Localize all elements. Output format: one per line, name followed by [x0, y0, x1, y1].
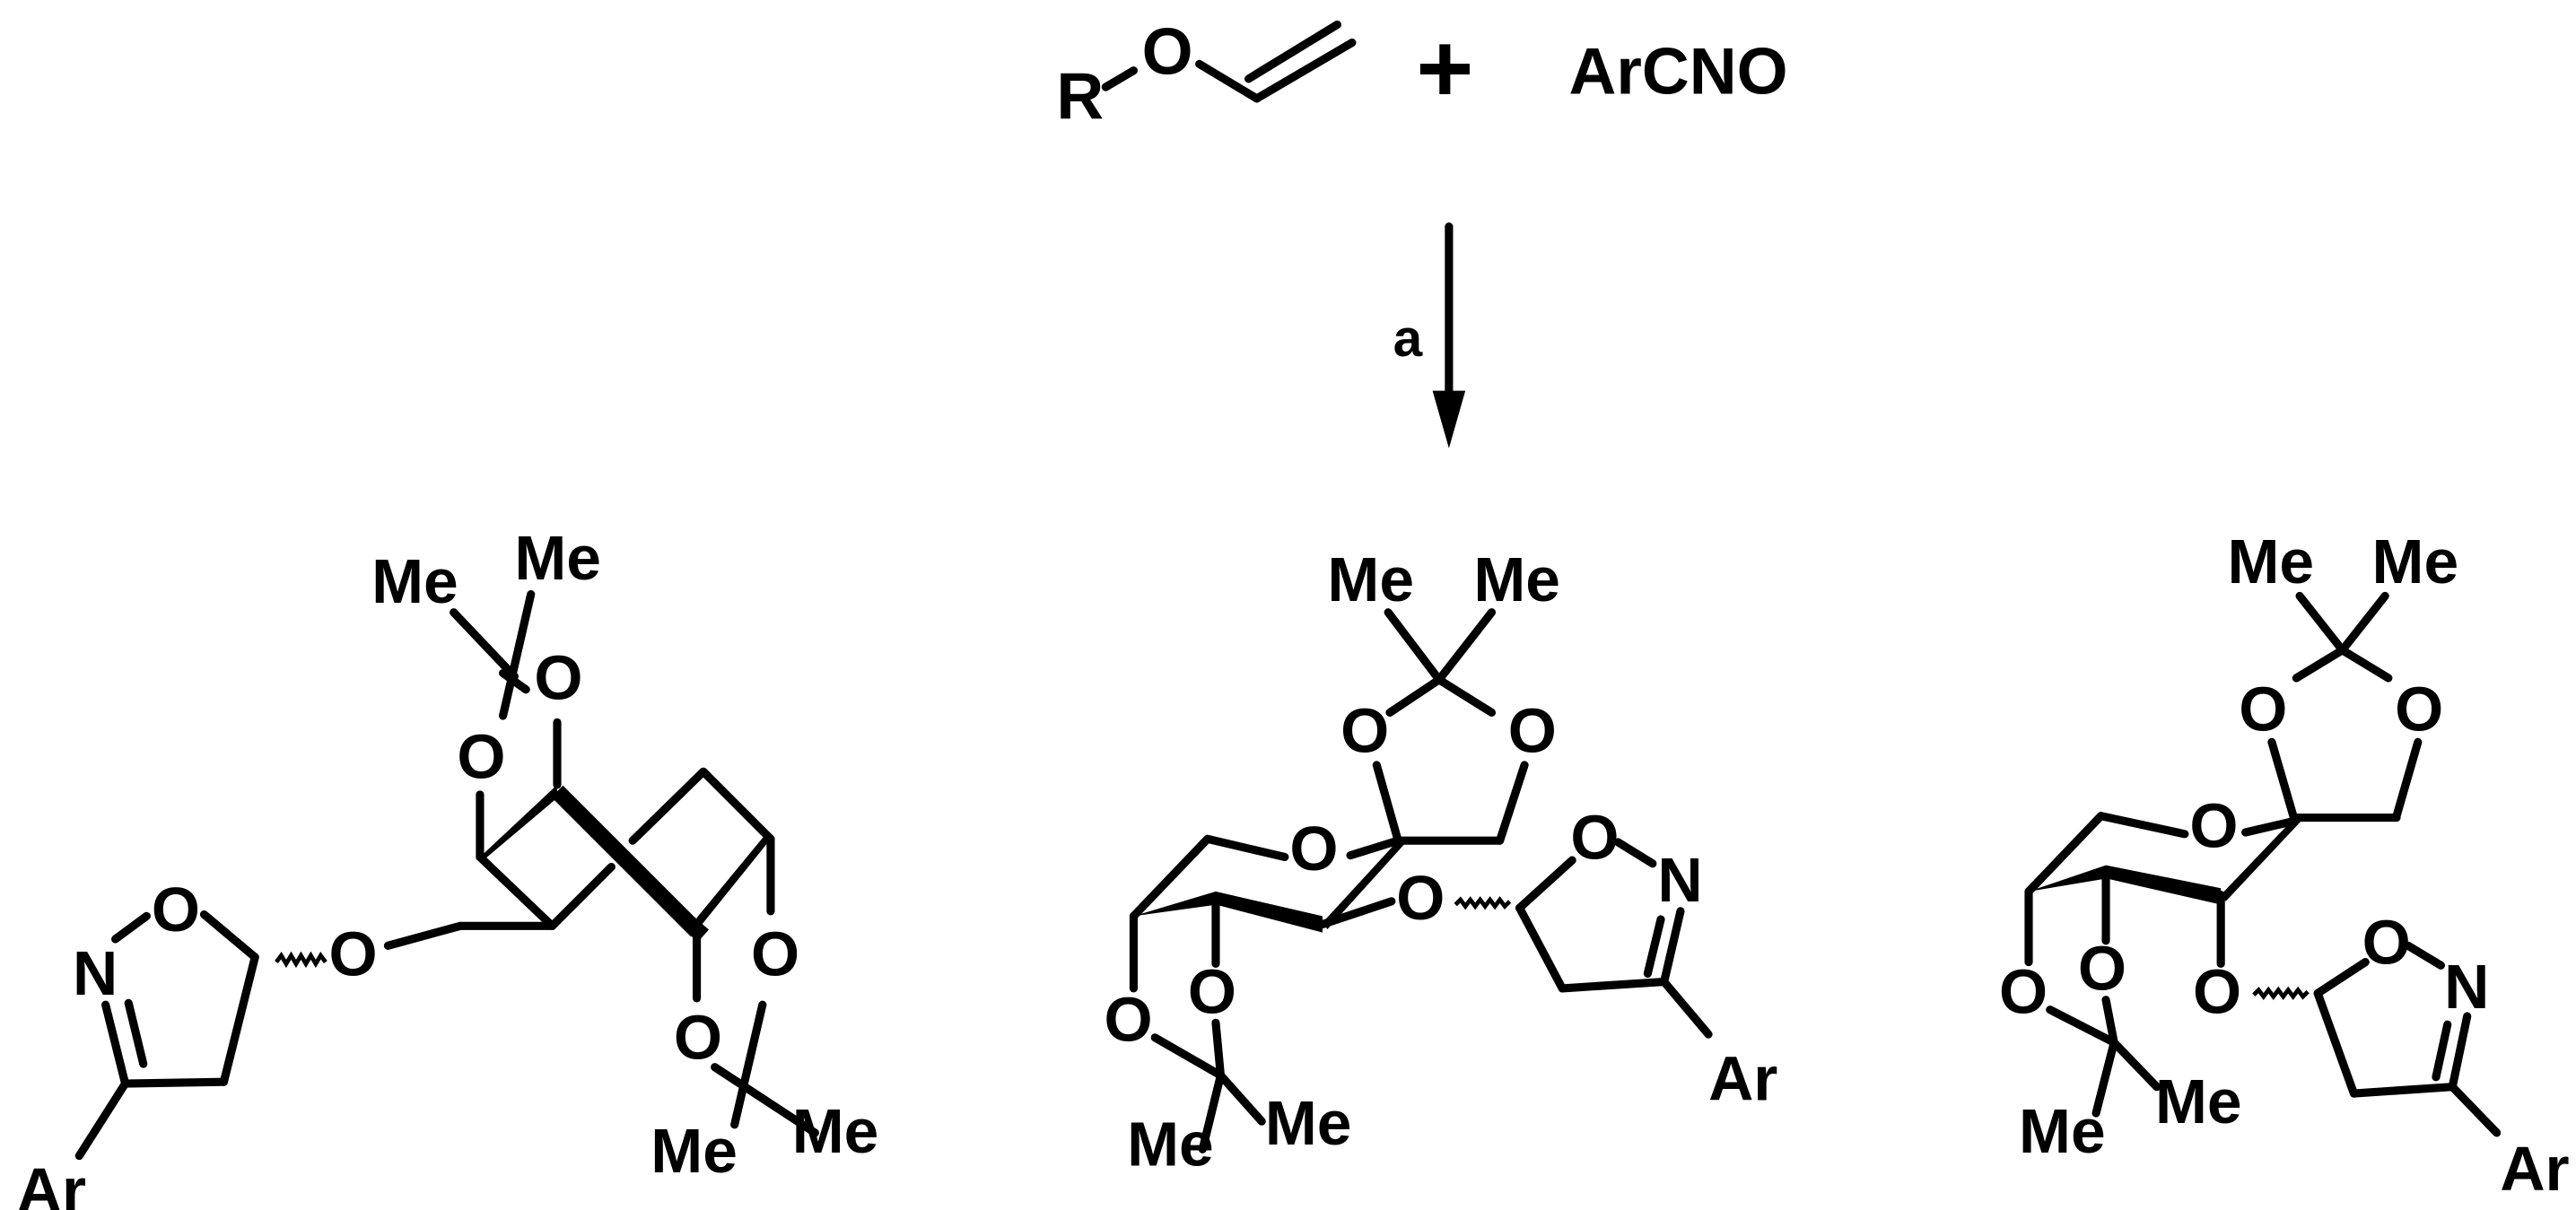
- reactant-vinyl-ether: R O: [1056, 14, 1357, 133]
- oxygen-label: O: [2193, 956, 2241, 1026]
- atom-o: O: [1142, 14, 1193, 88]
- oxygen-label: O: [329, 918, 378, 988]
- product-left: Me Me O O O O Me Me O O: [17, 523, 879, 1210]
- aryl-label: Ar: [17, 1155, 86, 1210]
- oxygen-label: O: [2189, 790, 2238, 860]
- oxygen-label: O: [1570, 802, 1619, 872]
- oxygen-label: O: [152, 875, 200, 944]
- reactant-nitrile-oxide: ArCNO: [1568, 34, 1787, 108]
- wavy-bond-icon: [275, 951, 327, 969]
- oxygen-label: O: [2239, 675, 2287, 744]
- product-right: Me Me O O O O O O Me Me O: [1999, 527, 2570, 1204]
- oxygen-label: O: [2078, 934, 2126, 1004]
- oxygen-label: O: [534, 643, 582, 713]
- reaction-condition-label: a: [1393, 309, 1423, 368]
- oxygen-label: O: [1340, 695, 1389, 765]
- me-label: Me: [651, 1116, 738, 1186]
- atom-r: R: [1056, 59, 1104, 133]
- wavy-bond-icon: [2252, 986, 2310, 1001]
- wavy-bond-icon: [1454, 896, 1512, 910]
- reaction-arrow: [1432, 222, 1466, 448]
- product-middle: Me Me O O O O O O Me Me O: [1104, 544, 1777, 1180]
- oxygen-label: O: [1999, 956, 2048, 1026]
- oxygen-label: O: [1188, 956, 1236, 1026]
- nitrogen-label: N: [2444, 952, 2489, 1022]
- me-label: Me: [2372, 527, 2459, 596]
- oxygen-label: O: [457, 722, 505, 792]
- oxygen-label: O: [1508, 695, 1557, 765]
- oxygen-label: O: [2395, 675, 2443, 744]
- nitrogen-label: N: [1657, 845, 1702, 915]
- me-label: Me: [1265, 1088, 1352, 1158]
- me-label: Me: [371, 546, 458, 616]
- arrow-head-icon: [1432, 390, 1466, 448]
- me-label: Me: [2155, 1066, 2242, 1136]
- me-label: Me: [514, 523, 601, 593]
- aryl-label: Ar: [1708, 1043, 1777, 1113]
- me-label: Me: [2019, 1096, 2106, 1166]
- me-label: Me: [792, 1096, 879, 1166]
- plus-sign: +: [1416, 13, 1473, 123]
- oxygen-label: O: [674, 1003, 722, 1073]
- me-label: Me: [1327, 544, 1414, 614]
- me-label: Me: [2227, 527, 2314, 596]
- oxygen-label: O: [751, 918, 799, 988]
- oxygen-label: O: [2362, 907, 2411, 977]
- oxygen-label: O: [1104, 984, 1152, 1054]
- oxygen-label: O: [1289, 814, 1338, 884]
- me-label: Me: [1127, 1110, 1214, 1180]
- oxygen-label: O: [1396, 863, 1445, 933]
- nitrogen-label: N: [73, 938, 118, 1008]
- me-label: Me: [1473, 544, 1560, 614]
- aryl-label: Ar: [2500, 1134, 2569, 1204]
